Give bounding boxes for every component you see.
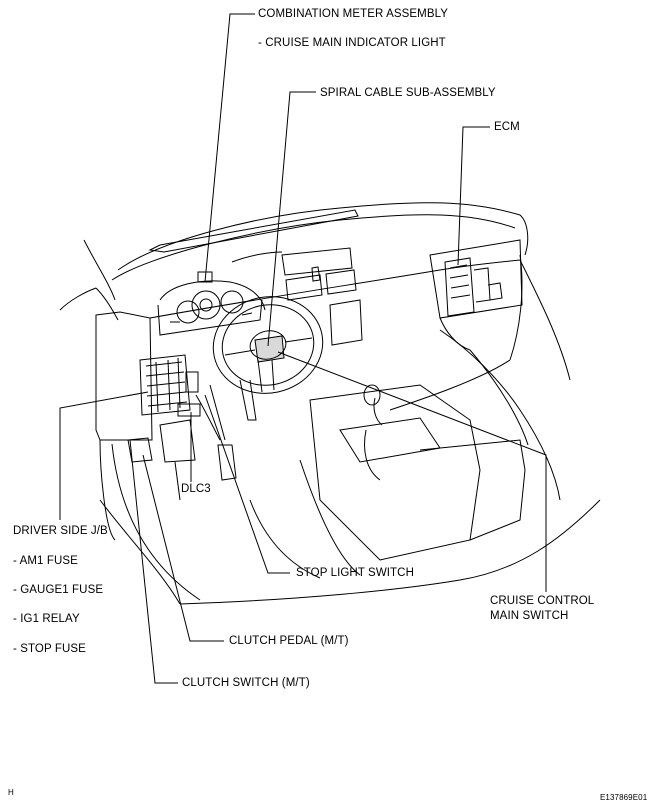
steering-wheel bbox=[212, 296, 324, 394]
label-cruise-control: CRUISE CONTROL bbox=[490, 595, 595, 607]
label-cruise-indicator: - CRUISE MAIN INDICATOR LIGHT bbox=[258, 37, 446, 49]
label-stop-fuse: - STOP FUSE bbox=[13, 643, 86, 655]
driver-side-jb bbox=[139, 354, 201, 417]
leader-lines bbox=[59, 13, 547, 684]
label-am1-fuse: - AM1 FUSE bbox=[13, 555, 78, 567]
label-driver-side-jb: DRIVER SIDE J/B bbox=[13, 525, 108, 537]
label-ig1-relay: - IG1 RELAY bbox=[13, 613, 80, 625]
figure-code: E137869E01 bbox=[600, 793, 648, 802]
column-and-pedals bbox=[127, 379, 257, 501]
center-console bbox=[249, 384, 526, 579]
label-ecm: ECM bbox=[494, 121, 520, 133]
label-combination-meter: COMBINATION METER ASSEMBLY bbox=[258, 8, 449, 20]
dashboard-outline bbox=[59, 202, 601, 605]
corner-mark-left: H bbox=[8, 788, 14, 797]
label-clutch-switch: CLUTCH SWITCH (M/T) bbox=[182, 677, 310, 689]
label-clutch-pedal: CLUTCH PEDAL (M/T) bbox=[229, 635, 349, 647]
lower-trim bbox=[439, 259, 571, 501]
label-main-switch: MAIN SWITCH bbox=[490, 610, 569, 622]
instrument-cluster bbox=[157, 271, 266, 336]
label-dlc3: DLC3 bbox=[181, 483, 211, 495]
ecm-unit bbox=[444, 257, 503, 317]
center-stack bbox=[231, 247, 363, 346]
label-stop-light-switch: STOP LIGHT SWITCH bbox=[296, 567, 414, 579]
label-gauge1-fuse: - GAUGE1 FUSE bbox=[13, 584, 104, 596]
label-spiral-cable: SPIRAL CABLE SUB-ASSEMBLY bbox=[320, 87, 496, 99]
